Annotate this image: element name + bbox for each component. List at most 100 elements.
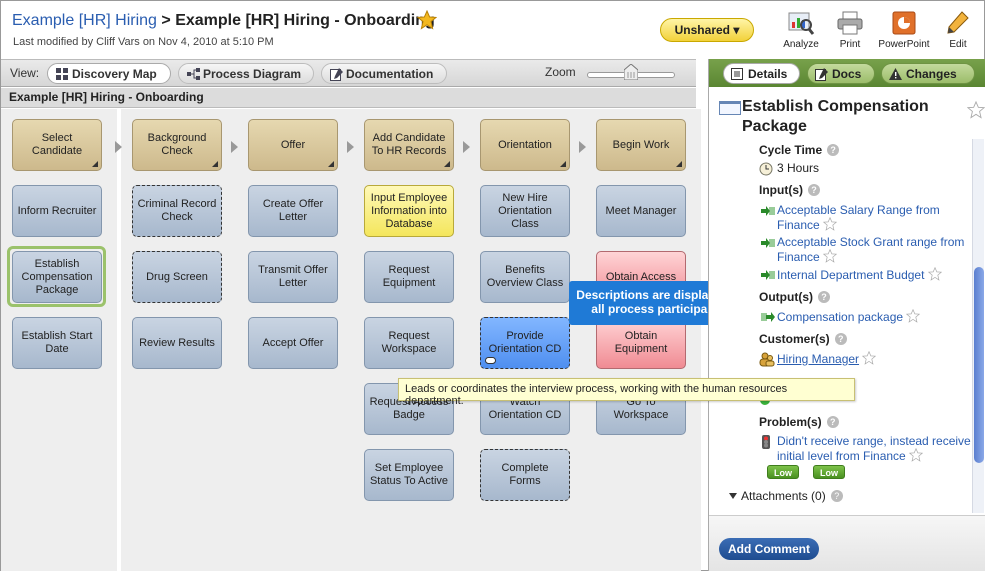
favorite-star-icon[interactable] bbox=[967, 101, 985, 119]
help-icon[interactable]: ? bbox=[808, 184, 820, 196]
help-icon[interactable]: ? bbox=[834, 333, 847, 345]
help-icon[interactable]: ? bbox=[817, 291, 830, 303]
activity-box-label: Request Workspace bbox=[381, 330, 437, 355]
panel-footer: Add Comment bbox=[709, 515, 985, 571]
expand-corner-icon bbox=[560, 161, 566, 167]
activity-box[interactable]: Request Access Badge bbox=[364, 383, 454, 435]
process-step-header[interactable]: Begin Work bbox=[596, 119, 686, 171]
panel-scrollbar[interactable] bbox=[972, 139, 984, 513]
output-arrow-icon bbox=[761, 312, 775, 322]
process-step-header[interactable]: Orientation bbox=[480, 119, 570, 171]
activity-icon bbox=[719, 101, 741, 115]
help-icon[interactable]: ? bbox=[830, 490, 843, 502]
analyze-button[interactable]: Analyze bbox=[781, 10, 821, 50]
warning-icon bbox=[889, 68, 902, 80]
process-step-header[interactable]: Add Candidate To HR Records bbox=[364, 119, 454, 171]
activity-box[interactable]: Criminal Record Check bbox=[132, 185, 222, 237]
activity-box[interactable]: Provide Orientation CD bbox=[480, 317, 570, 369]
edit-button[interactable]: Edit bbox=[943, 10, 973, 50]
add-comment-button[interactable]: Add Comment bbox=[719, 538, 819, 560]
activity-box[interactable]: Create Offer Letter bbox=[248, 185, 338, 237]
traffic-light-icon bbox=[762, 435, 770, 449]
print-label: Print bbox=[839, 39, 861, 50]
problems-heading: Problem(s)? bbox=[759, 415, 839, 429]
zoom-label: Zoom bbox=[545, 65, 576, 79]
process-step-header-label: Select Candidate bbox=[31, 132, 83, 157]
share-dropdown-button[interactable]: Unshared ▾ bbox=[660, 18, 754, 42]
input-item-salary-range-label: Acceptable Salary Range from Finance bbox=[777, 203, 940, 232]
activity-title: Establish Compensation Package bbox=[742, 98, 929, 135]
tab-details[interactable]: Details bbox=[723, 63, 800, 84]
star-outline-icon[interactable] bbox=[906, 309, 921, 323]
process-step-header[interactable]: Background Check bbox=[132, 119, 222, 171]
input-item-stock-grant[interactable]: Acceptable Stock Grant range from Financ… bbox=[777, 235, 977, 264]
cycle-time-value: 3 Hours bbox=[777, 161, 820, 175]
activity-box-label: Obtain Access bbox=[605, 270, 677, 283]
activity-box[interactable]: Meet Manager bbox=[596, 185, 686, 237]
canvas-title: Example [HR] Hiring - Onboarding bbox=[1, 88, 696, 108]
star-outline-icon[interactable] bbox=[927, 267, 942, 281]
output-item-compensation-package[interactable]: Compensation package bbox=[777, 309, 977, 324]
help-icon[interactable]: ? bbox=[827, 144, 840, 156]
star-outline-icon[interactable] bbox=[862, 351, 877, 365]
activity-box[interactable]: New Hire Orientation Class bbox=[480, 185, 570, 237]
problem-item-range-issue[interactable]: Didn't receive range, instead receive in… bbox=[777, 434, 977, 463]
activity-box[interactable]: Establish Compensation Package bbox=[12, 251, 102, 303]
input-item-salary-range[interactable]: Acceptable Salary Range from Finance bbox=[777, 203, 977, 232]
activity-box-label: Obtain Equipment bbox=[614, 330, 668, 355]
activity-box[interactable]: Benefits Overview Class bbox=[480, 251, 570, 303]
activity-box-label: Establish Compensation Package bbox=[21, 257, 93, 296]
grid-icon bbox=[56, 68, 68, 80]
activity-box[interactable]: Input Employee Information into Database bbox=[364, 185, 454, 237]
activity-box-label: Transmit Offer Letter bbox=[258, 264, 328, 289]
tab-process-diagram[interactable]: Process Diagram bbox=[178, 63, 314, 84]
activity-box[interactable]: Complete Forms bbox=[480, 449, 570, 501]
activity-box-label: Complete Forms bbox=[501, 462, 549, 487]
activity-box[interactable]: Request Workspace bbox=[364, 317, 454, 369]
customers-label: Customer(s) bbox=[759, 332, 830, 346]
activity-box[interactable]: Drug Screen bbox=[132, 251, 222, 303]
problem-frequency-badge: Low bbox=[813, 465, 845, 479]
flow-arrow-icon bbox=[579, 141, 586, 153]
edit-label: Edit bbox=[949, 39, 967, 50]
process-step-header[interactable]: Select Candidate bbox=[12, 119, 102, 171]
tab-documentation[interactable]: Documentation bbox=[321, 63, 447, 84]
star-outline-icon[interactable] bbox=[909, 448, 924, 462]
star-outline-icon[interactable] bbox=[823, 217, 838, 231]
process-step-header-label: Background Check bbox=[147, 132, 207, 157]
powerpoint-button[interactable]: PowerPoint bbox=[876, 10, 932, 50]
help-icon[interactable]: ? bbox=[826, 416, 839, 428]
description-tooltip: Leads or coordinates the interview proce… bbox=[398, 378, 855, 407]
input-item-department-budget[interactable]: Internal Department Budget bbox=[777, 267, 977, 282]
panel-scrollbar-thumb[interactable] bbox=[974, 267, 984, 463]
cycle-time-heading: Cycle Time? bbox=[759, 143, 840, 157]
clock-icon bbox=[759, 162, 773, 176]
favorite-star-icon[interactable] bbox=[417, 10, 437, 30]
outputs-heading: Output(s)? bbox=[759, 290, 830, 304]
panel-tabs: Details Docs Changes bbox=[709, 59, 985, 87]
activity-box-label: Input Employee Information into Database bbox=[370, 191, 448, 230]
activity-box[interactable]: Review Results bbox=[132, 317, 222, 369]
tab-docs[interactable]: Docs bbox=[807, 63, 875, 84]
customer-item-hiring-manager[interactable]: Hiring Manager bbox=[777, 351, 977, 366]
tab-discovery-map[interactable]: Discovery Map bbox=[47, 63, 171, 84]
activity-box[interactable]: Request Equipment bbox=[364, 251, 454, 303]
analyze-icon bbox=[788, 12, 815, 35]
activity-box[interactable]: Inform Recruiter bbox=[12, 185, 102, 237]
activity-box[interactable]: Set Employee Status To Active bbox=[364, 449, 454, 501]
star-outline-icon[interactable] bbox=[823, 249, 838, 263]
activity-box[interactable]: Transmit Offer Letter bbox=[248, 251, 338, 303]
selected-activity-frame bbox=[7, 246, 106, 307]
zoom-slider-thumb[interactable] bbox=[624, 64, 638, 80]
activity-box[interactable]: Accept Offer bbox=[248, 317, 338, 369]
process-step-header[interactable]: Offer bbox=[248, 119, 338, 171]
tab-changes[interactable]: Changes bbox=[881, 63, 975, 84]
activity-box[interactable]: Establish Start Date bbox=[12, 317, 102, 369]
breadcrumb-parent-link[interactable]: Example [HR] Hiring bbox=[12, 12, 157, 29]
activity-box-label: Create Offer Letter bbox=[262, 198, 324, 223]
print-button[interactable]: Print bbox=[833, 10, 867, 50]
activity-box-label: New Hire Orientation Class bbox=[498, 191, 552, 230]
activity-box[interactable]: Obtain Equipment bbox=[596, 317, 686, 369]
attachments-toggle[interactable]: Attachments (0)? bbox=[729, 489, 843, 503]
